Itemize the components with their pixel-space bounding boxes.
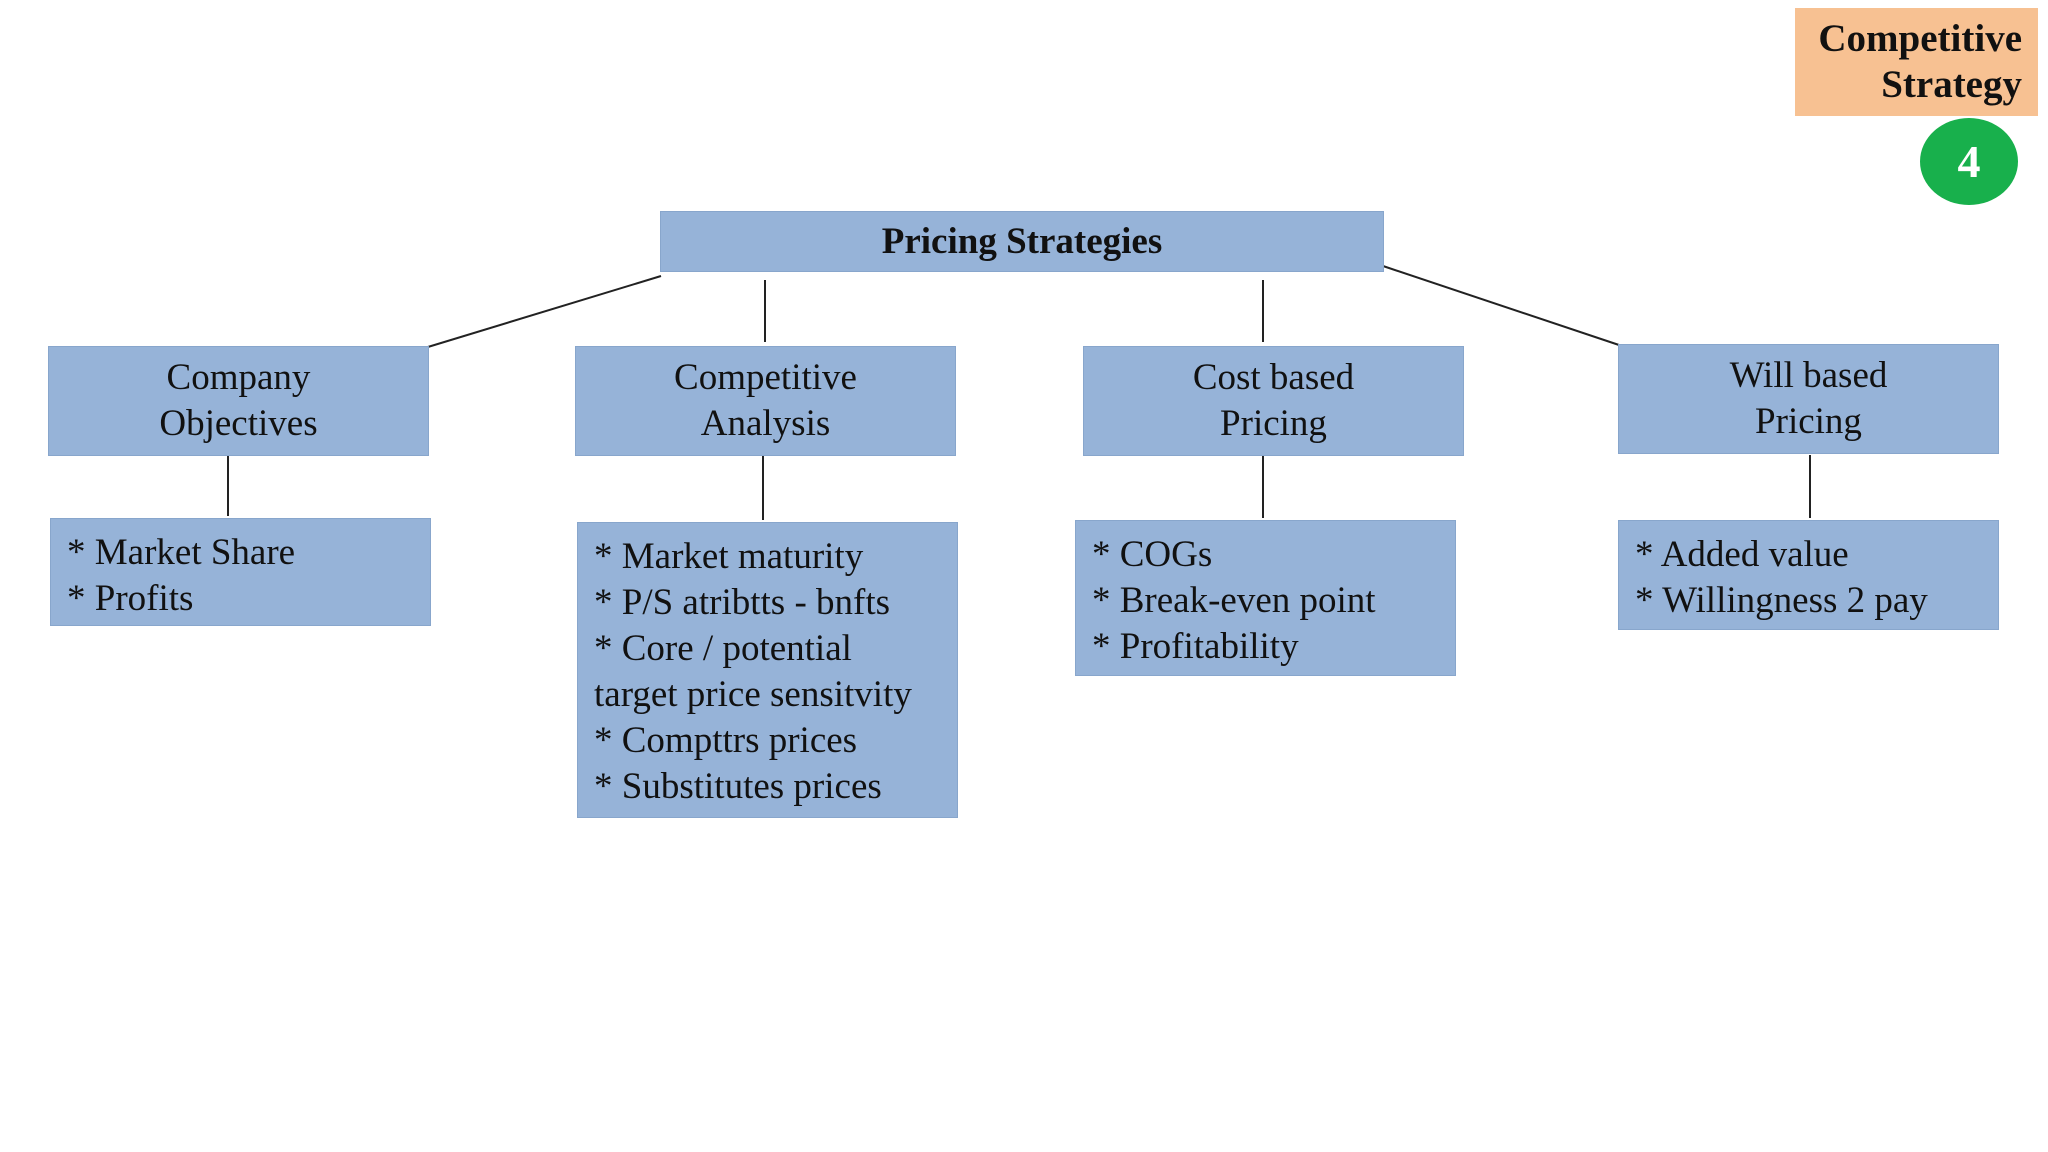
category-node-competitive-analysis: Competitive Analysis [575,346,956,456]
detail-item: * Added value [1635,534,1849,575]
connector-root-company-objectives [417,275,662,351]
category-title-line-2: Analysis [700,403,831,444]
step-number: 4 [1957,136,1981,187]
detail-item: * Substitutes prices [594,766,882,807]
detail-item: * Core / potential [594,628,852,669]
detail-box-will-based-pricing: * Added value * Willingness 2 pay [1618,520,1999,630]
root-node-pricing-strategies: Pricing Strategies [660,211,1384,272]
connector-root-will-based [1382,265,1623,347]
detail-item: * Market Share [67,532,296,573]
section-badge: Competitive Strategy [1795,8,2038,116]
category-title-line-2: Pricing [1755,401,1862,442]
detail-box-competitive-analysis: * Market maturity * P/S atribtts - bnfts… [577,522,958,818]
badge-line-2: Strategy [1881,63,2022,106]
detail-item: * Break-even point [1092,580,1376,621]
category-title-line-1: Will based [1729,355,1888,396]
detail-item: target price sensitvity [594,674,912,715]
badge-line-1: Competitive [1818,17,2022,60]
category-title-line-2: Objectives [159,403,318,444]
detail-item: * Compttrs prices [594,720,858,761]
category-title-line-1: Company [166,357,311,398]
detail-item: * Market maturity [594,536,864,577]
category-title-line-1: Competitive [674,357,857,398]
category-title-line-2: Pricing [1220,403,1327,444]
category-title-line-1: Cost based [1192,357,1355,398]
category-node-will-based-pricing: Will based Pricing [1618,344,1999,454]
detail-item: * Profits [67,578,194,619]
category-node-cost-based-pricing: Cost based Pricing [1083,346,1464,456]
detail-item: * Willingness 2 pay [1635,580,1928,621]
step-number-circle: 4 [1920,118,2018,205]
detail-box-company-objectives: * Market Share * Profits [50,518,431,626]
detail-item: * Profitability [1092,626,1299,667]
detail-item: * COGs [1092,534,1213,575]
detail-item: * P/S atribtts - bnfts [594,582,891,623]
detail-box-cost-based-pricing: * COGs * Break-even point * Profitabilit… [1075,520,1456,676]
root-node-label: Pricing Strategies [881,221,1163,262]
category-node-company-objectives: Company Objectives [48,346,429,456]
